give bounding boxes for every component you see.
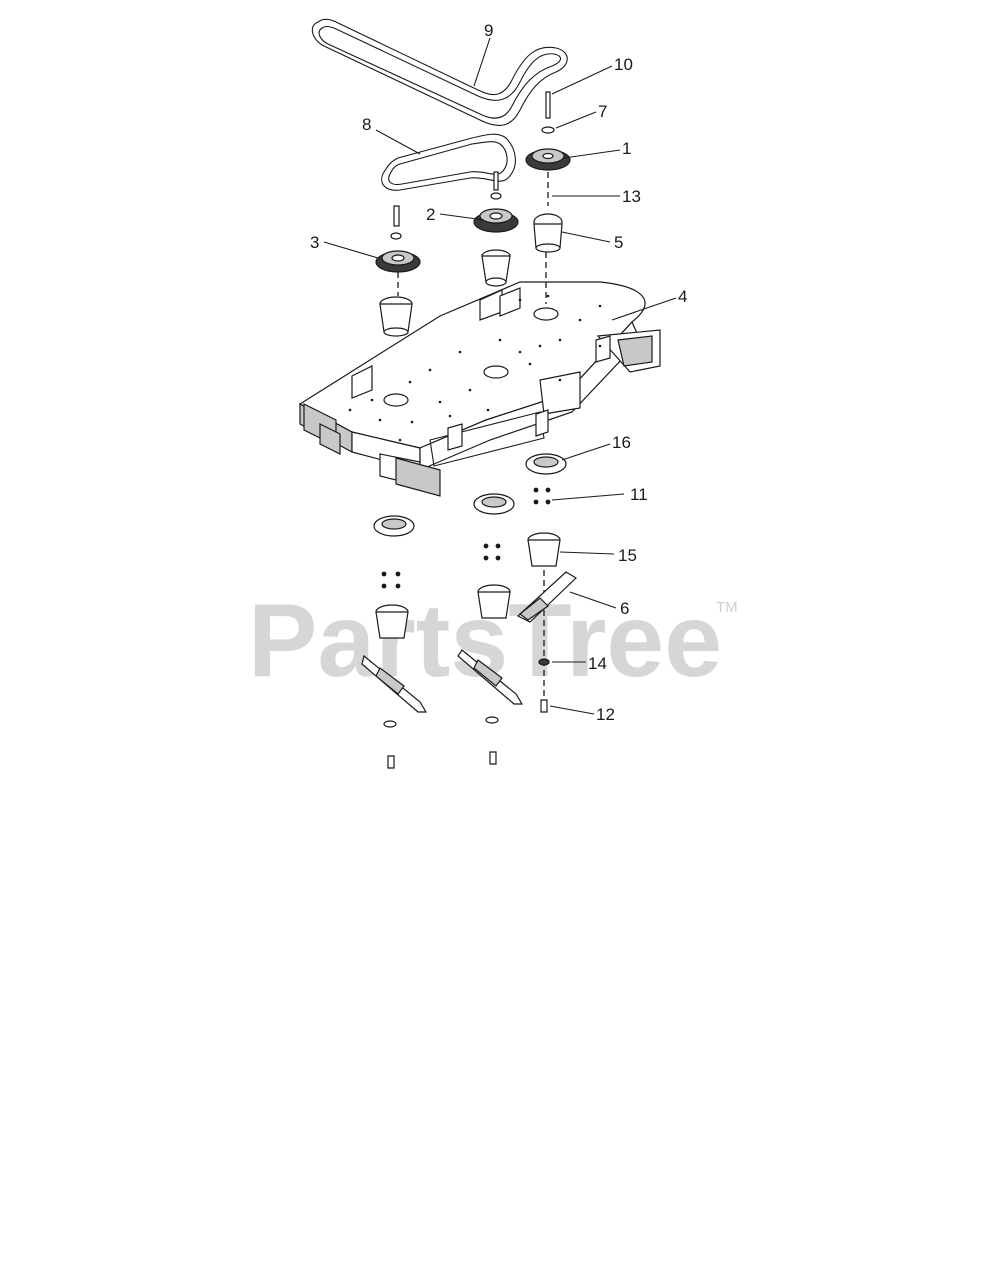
spindle-left-lower [361,515,428,769]
callout-16: 16 [612,433,631,452]
callout-13: 13 [622,187,641,206]
callout-2: 2 [426,205,435,224]
watermark-trademark: TM [716,599,738,616]
callout-8: 8 [362,115,371,134]
spindle-middle-lower [457,493,524,765]
pulley-2-assembly [473,171,519,287]
pulley-1-assembly [525,91,571,304]
callout-15: 15 [618,546,637,565]
callout-4: 4 [678,287,687,306]
callout-3: 3 [310,233,319,252]
callout-9: 9 [484,21,493,40]
spindle-right-lower [516,453,577,713]
callout-10: 10 [614,55,633,74]
callout-11: 11 [630,485,648,504]
pulley-3-assembly [375,205,421,337]
callout-1: 1 [622,139,631,158]
callout-12: 12 [596,705,615,724]
callout-7: 7 [598,102,607,121]
leader-lines [323,37,677,715]
callout-5: 5 [614,233,623,252]
callout-labels: 9 10 7 8 1 13 2 3 5 4 16 11 15 6 14 12 [310,21,687,724]
belt-8 [381,133,516,191]
mower-deck-4 [298,281,661,497]
callout-6: 6 [620,599,629,618]
belt-9 [311,18,568,126]
callout-14: 14 [588,654,607,673]
